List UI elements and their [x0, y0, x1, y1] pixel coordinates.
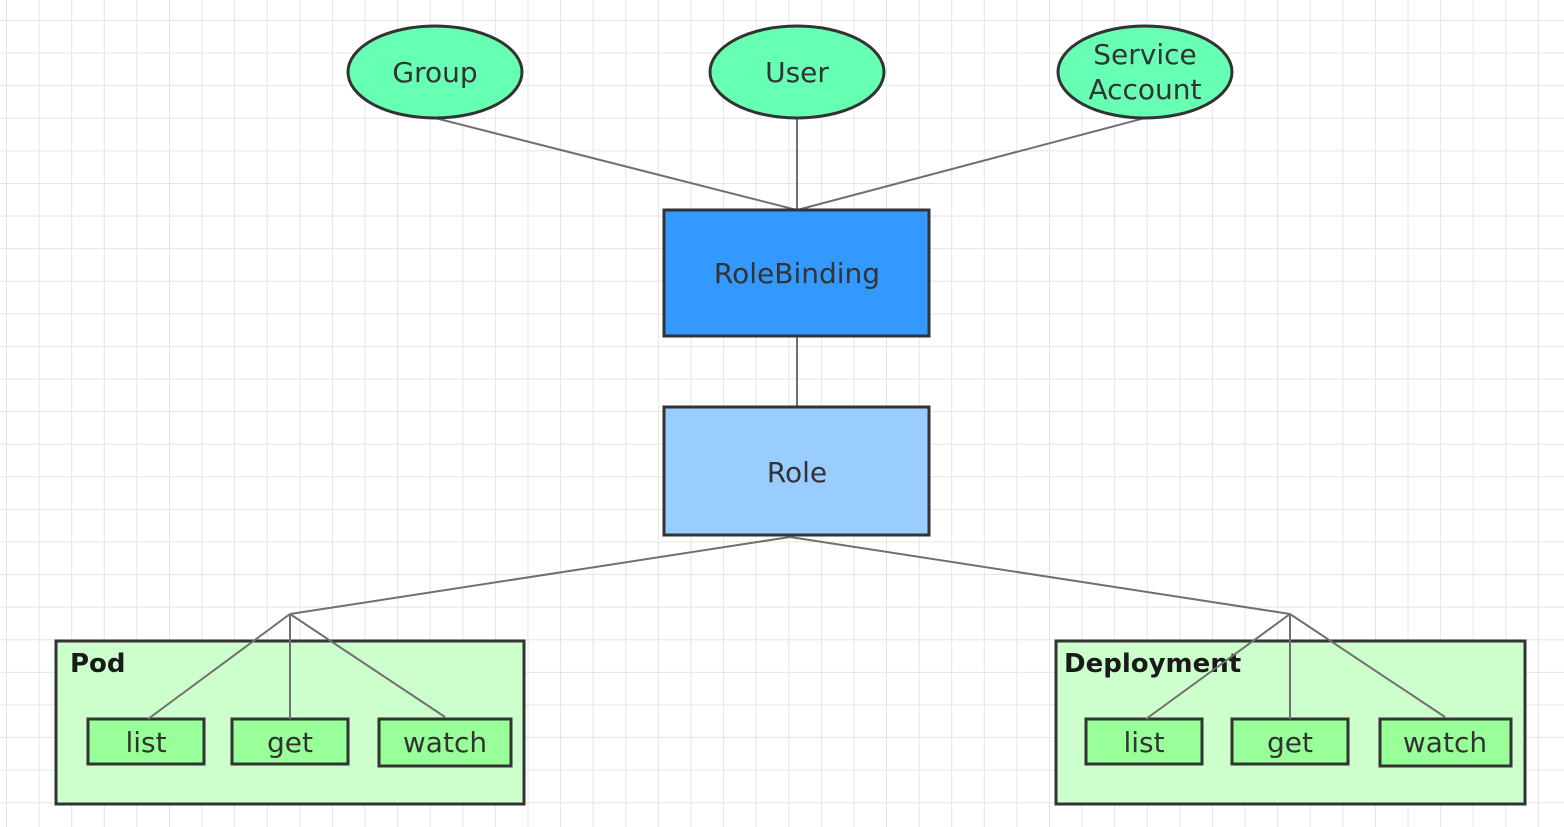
connectors	[289, 117, 1291, 615]
connector-deployment-watch	[1289, 613, 1446, 718]
subject-group[interactable]: Group	[346, 24, 524, 120]
resource-pod-title: Pod	[70, 649, 126, 679]
verb-list-pod-shape	[86, 717, 206, 766]
verb-list-deployment[interactable]: list	[1084, 717, 1204, 766]
verb-watch-deployment-shape	[1378, 717, 1513, 768]
role-node[interactable]: Role	[662, 405, 931, 537]
connector-pod-watch	[289, 613, 446, 718]
connector-deployment-list	[1145, 613, 1291, 720]
verb-list-pod[interactable]: list	[86, 717, 206, 766]
subject-user-shape	[708, 24, 886, 120]
subject-service-account-label-line2: Account	[1088, 73, 1201, 106]
rolebinding-label: RoleBinding	[714, 257, 880, 290]
verb-watch-deployment-label: watch	[1403, 726, 1487, 759]
verb-get-pod-label: get	[267, 726, 313, 759]
fanout-connectors	[147, 613, 1446, 720]
resource-deployment[interactable]: Deployment list get watch	[1054, 639, 1527, 806]
connector-group-rolebinding	[434, 117, 798, 211]
verb-watch-pod[interactable]: watch	[377, 717, 513, 768]
verb-watch-deployment[interactable]: watch	[1378, 717, 1513, 768]
rolebinding-node[interactable]: RoleBinding	[662, 208, 931, 338]
verb-list-deployment-label: list	[1123, 726, 1164, 759]
verb-list-pod-label: list	[125, 726, 166, 759]
connector-serviceaccount-rolebinding	[796, 117, 1146, 211]
subject-service-account-label-line1: Service	[1093, 38, 1196, 71]
connector-role-deployment	[789, 536, 1291, 615]
subject-group-label: Group	[392, 56, 477, 89]
connector-role-pod	[289, 536, 791, 615]
subject-service-account-shape	[1056, 24, 1234, 120]
subject-group-shape	[346, 24, 524, 120]
verb-get-pod[interactable]: get	[230, 717, 350, 766]
verb-get-deployment-shape	[1230, 717, 1350, 766]
verb-list-deployment-shape	[1084, 717, 1204, 766]
verb-watch-pod-shape	[377, 717, 513, 768]
subject-service-account[interactable]: Service Account	[1056, 24, 1234, 120]
verb-get-pod-shape	[230, 717, 350, 766]
subject-user-label: User	[765, 56, 829, 89]
role-shape	[662, 405, 931, 537]
verb-get-deployment[interactable]: get	[1230, 717, 1350, 766]
verb-get-deployment-label: get	[1267, 726, 1313, 759]
role-label: Role	[767, 456, 827, 489]
verb-watch-pod-label: watch	[403, 726, 487, 759]
resource-deployment-title: Deployment	[1064, 649, 1241, 679]
rolebinding-shape	[662, 208, 931, 338]
resource-pod[interactable]: Pod list get watch	[54, 639, 526, 806]
subject-user[interactable]: User	[708, 24, 886, 120]
connector-pod-list	[147, 613, 291, 720]
